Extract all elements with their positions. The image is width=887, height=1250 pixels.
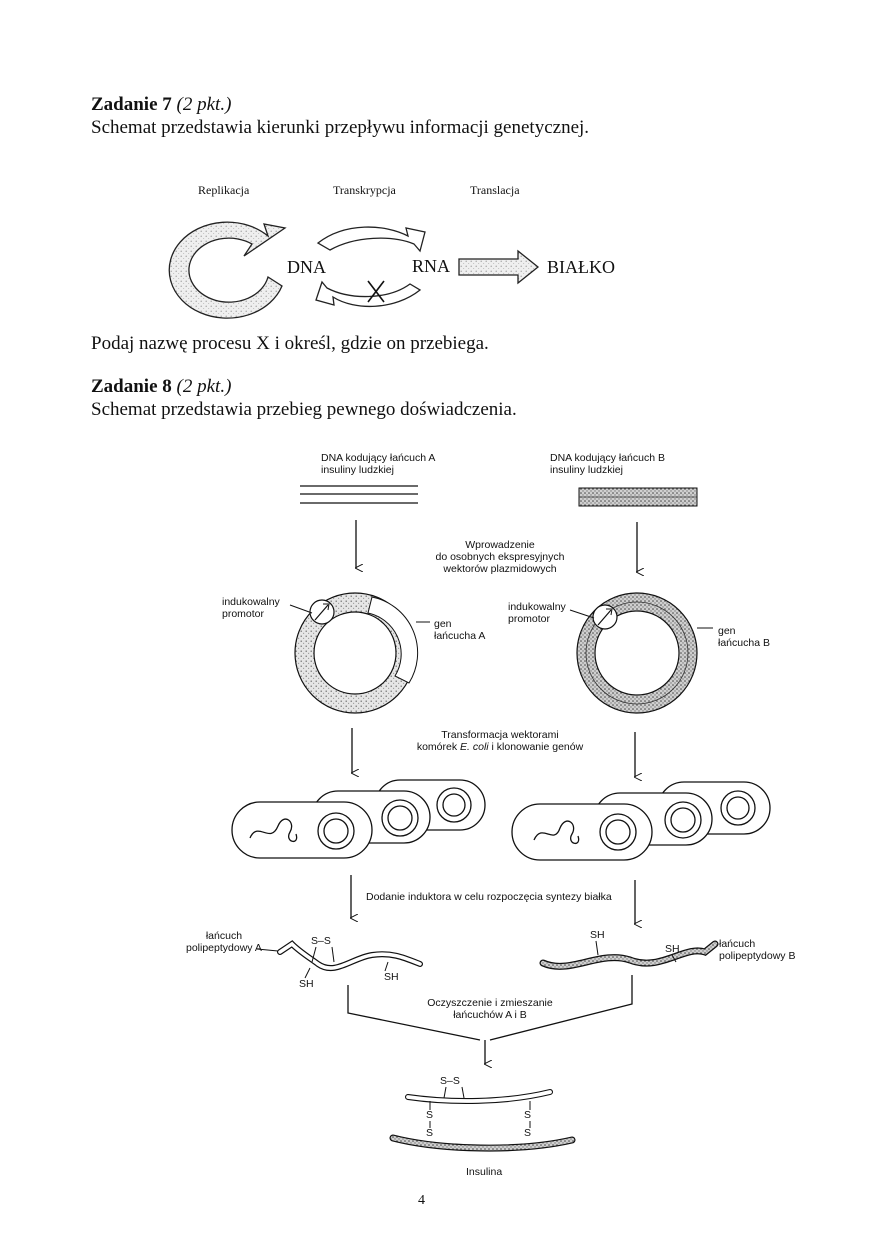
step1-line1: Wprowadzenie xyxy=(465,539,535,551)
promoter-b-line1: indukowalny xyxy=(508,601,566,613)
gene-b-label: gen łańcucha B xyxy=(718,625,770,649)
chain-a-label: łańcuch polipeptydowy A xyxy=(186,930,262,954)
dna-b-label: DNA kodujący łańcuch B insuliny ludzkiej xyxy=(550,452,665,476)
chain-a-ss-bond: S–S xyxy=(311,935,331,947)
insulin-s-right-top: S xyxy=(524,1109,532,1121)
step1-line3: wektorów plazmidowych xyxy=(443,563,557,575)
task8-intro: Schemat przedstawia przebieg pewnego doś… xyxy=(91,399,517,420)
page-number: 4 xyxy=(418,1193,425,1208)
gene-a-label: gen łańcucha A xyxy=(434,618,485,642)
promoter-a-line2: promotor xyxy=(222,608,265,620)
gene-a-line2: łańcucha A xyxy=(434,630,486,642)
chain-b-line1: łańcuch xyxy=(719,938,756,950)
node-protein: BIAŁKO xyxy=(547,257,615,277)
task7-heading: Zadanie 7 (2 pkt.) xyxy=(91,94,231,116)
chain-b-line2: polipeptydowy B xyxy=(719,950,796,962)
step4-line2: łańcuchów A i B xyxy=(453,1009,527,1021)
chain-b-label: łańcuch polipeptydowy B xyxy=(719,938,795,962)
task8-title: Zadanie 8 xyxy=(91,376,172,397)
step1-line2: do osobnych ekspresyjnych xyxy=(435,551,565,563)
promoter-a-line1: indukowalny xyxy=(222,596,280,608)
promoter-b-label: indukowalny promotor xyxy=(508,601,566,625)
task7-question: Podaj nazwę procesu X i określ, gdzie on… xyxy=(91,333,489,354)
reverse-transcription-arrow-icon xyxy=(315,280,422,307)
dna-a-line1: DNA kodujący łańcuch A xyxy=(321,452,436,464)
gene-a-line1: gen xyxy=(434,618,452,630)
insulin-label: Insulina xyxy=(466,1166,503,1178)
chain-b-sh-left: SH xyxy=(590,929,605,941)
dna-b-line2: insuliny ludzkiej xyxy=(550,464,623,476)
node-rna: RNA xyxy=(412,256,451,276)
promoter-a-label: indukowalny promotor xyxy=(222,596,280,620)
insulin-ss-top: S–S xyxy=(440,1075,460,1087)
step1-text: Wprowadzenie do osobnych ekspresyjnych w… xyxy=(420,539,580,575)
step2-text: Transformacja wektorami komórek E. coli … xyxy=(400,729,600,753)
label-translation: Translacja xyxy=(470,183,520,197)
chain-a-sh-left: SH xyxy=(299,978,314,990)
insulin-s-left-bottom: S xyxy=(426,1127,434,1139)
dna-a-line2: insuliny ludzkiej xyxy=(321,464,394,476)
step2-line2: komórek E. coli i klonowanie genów xyxy=(416,741,584,753)
chain-a-sh-right: SH xyxy=(384,971,399,983)
task7-title: Zadanie 7 xyxy=(91,94,172,115)
translation-arrow-icon xyxy=(458,249,540,285)
dna-b-line1: DNA kodujący łańcuch B xyxy=(550,452,665,464)
step2-line1: Transformacja wektorami xyxy=(441,729,559,741)
node-dna: DNA xyxy=(287,257,326,277)
chain-b-sh-right: SH xyxy=(665,943,680,955)
dna-a-label: DNA kodujący łańcuch A insuliny ludzkiej xyxy=(321,452,435,476)
chain-a-line2: polipeptydowy A xyxy=(186,942,262,954)
insulin-s-left-top: S xyxy=(426,1109,434,1121)
promoter-b-line2: promotor xyxy=(508,613,551,625)
replication-arrow-icon xyxy=(168,221,287,319)
insulin-s-right-bottom: S xyxy=(524,1127,532,1139)
task8-heading: Zadanie 8 (2 pkt.) xyxy=(91,376,231,398)
gene-b-line2: łańcucha B xyxy=(718,637,770,649)
step3-text: Dodanie induktora w celu rozpoczęcia syn… xyxy=(366,891,612,903)
task7-intro: Schemat przedstawia kierunki przepływu i… xyxy=(91,117,590,138)
transcription-arrow-icon xyxy=(316,226,426,253)
step4-line1: Oczyszczenie i zmieszanie xyxy=(427,997,553,1009)
task7-points: (2 pkt.) xyxy=(176,94,232,115)
gene-b-line1: gen xyxy=(718,625,736,637)
chain-a-line1: łańcuch xyxy=(205,930,243,942)
label-transcription: Transkrypcja xyxy=(333,183,396,197)
label-replication: Replikacja xyxy=(198,183,250,197)
step4-text: Oczyszczenie i zmieszanie łańcuchów A i … xyxy=(415,997,565,1021)
task8-points: (2 pkt.) xyxy=(176,376,232,397)
